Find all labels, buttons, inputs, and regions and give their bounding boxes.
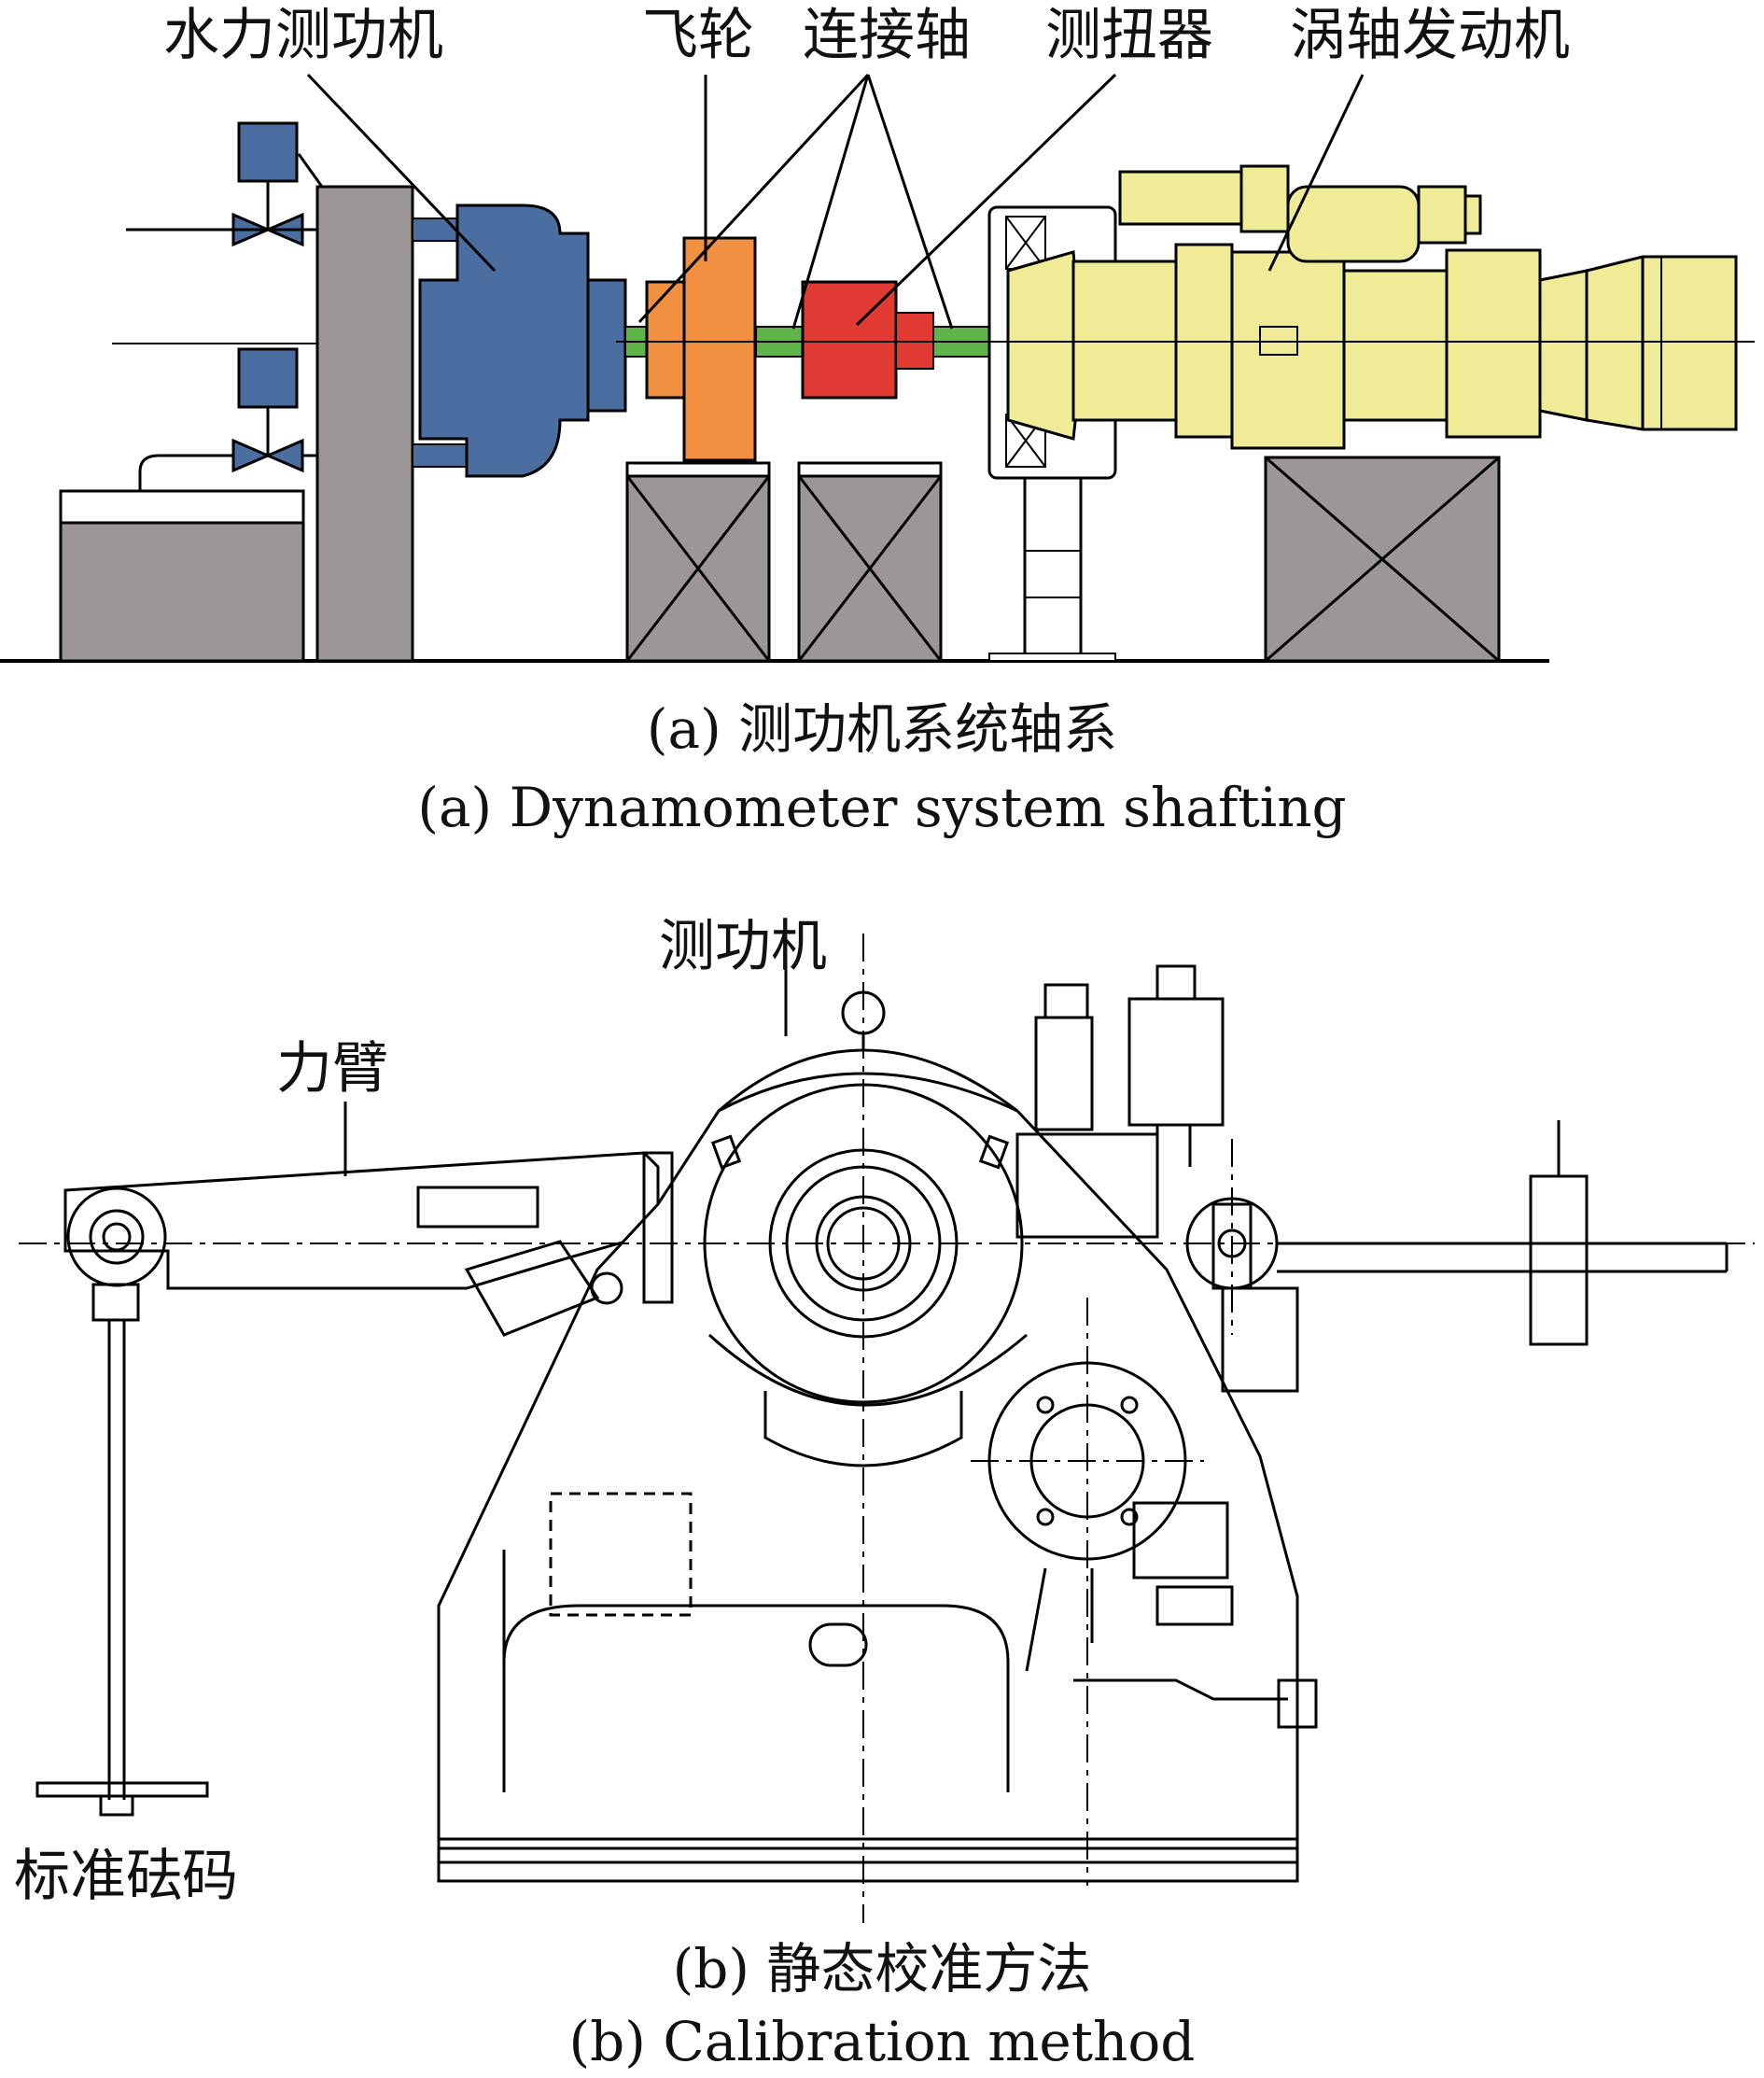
- label-dynamometer: 测功机: [659, 914, 827, 979]
- caption-a-en: (a) Dynamometer system shafting: [417, 776, 1347, 839]
- label-flywheel: 飞轮: [642, 3, 754, 68]
- standard-weight-plate: [35, 1781, 209, 1798]
- engine-pedestal: [1264, 456, 1501, 663]
- label-torque-meter: 测扭器: [1045, 3, 1213, 68]
- water-tank: [59, 489, 305, 663]
- turboshaft-engine-body: [1006, 164, 1738, 450]
- label-water-dynamometer: 水力测功机: [163, 3, 443, 68]
- label-connecting-shaft: 连接轴: [803, 3, 971, 68]
- flywheel-pedestal: [625, 461, 771, 663]
- panel-a-diagram: [0, 73, 1755, 663]
- flywheel-body: [645, 280, 686, 400]
- upper-valve: [231, 121, 324, 247]
- dynamometer-base: [437, 1837, 1299, 1883]
- label-standard-weight: 标准砝码: [14, 1844, 238, 1909]
- panel-b-diagram: [19, 934, 1755, 1923]
- caption-a-cn: (a) 测功机系统轴系: [646, 697, 1118, 761]
- label-lever-arm: 力臂: [276, 1036, 388, 1102]
- upper-right-housing: [1015, 1132, 1159, 1239]
- leader-lines: [306, 73, 1365, 330]
- torque-meter-pedestal: [797, 461, 943, 663]
- lever-arm-plate: [416, 1186, 539, 1229]
- water-dynamometer-body: [418, 204, 627, 478]
- support-column: [315, 185, 414, 663]
- counterweight-block: [1529, 1174, 1589, 1346]
- caption-b-en: (b) Calibration method: [568, 2010, 1196, 2073]
- flywheel-disk: [682, 236, 757, 462]
- label-turboshaft-engine: 涡轴发动机: [1290, 3, 1570, 68]
- lower-valve: [138, 347, 304, 491]
- caption-b-cn: (b) 静态校准方法: [672, 1937, 1092, 2001]
